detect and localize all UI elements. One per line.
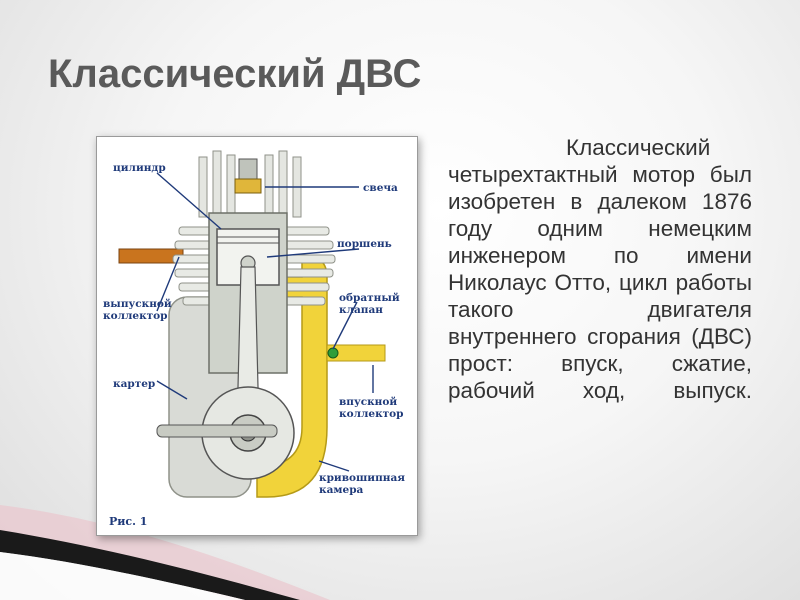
label-cylinder: цилиндр <box>113 162 166 174</box>
label-intake-line2: коллектор <box>339 408 404 420</box>
label-crank-chamber-line2: камера <box>319 484 364 496</box>
label-exhaust-line1: выпускной <box>103 298 172 310</box>
label-exhaust-line2: коллектор <box>103 310 168 322</box>
paragraph-text: Классический четырехтактный мотор был из… <box>448 135 752 403</box>
figure-caption: Рис. 1 <box>109 515 147 528</box>
label-spark-plug: свеча <box>363 182 398 194</box>
label-crank-chamber-line1: кривошипная <box>319 472 405 484</box>
engine-diagram: цилиндр свеча поршень выпускной коллекто… <box>96 136 418 536</box>
engine-illustration: цилиндр свеча поршень выпускной коллекто… <box>103 150 405 528</box>
label-piston: поршень <box>337 238 392 250</box>
label-check-valve-line1: обратный <box>339 292 400 304</box>
label-check-valve-line2: клапан <box>339 304 383 316</box>
description-paragraph: Классический четырехтактный мотор был из… <box>448 134 752 404</box>
label-crankcase: картер <box>113 378 155 390</box>
label-intake-line1: впускной <box>339 396 397 408</box>
slide-title: Классический ДВС <box>48 52 422 96</box>
